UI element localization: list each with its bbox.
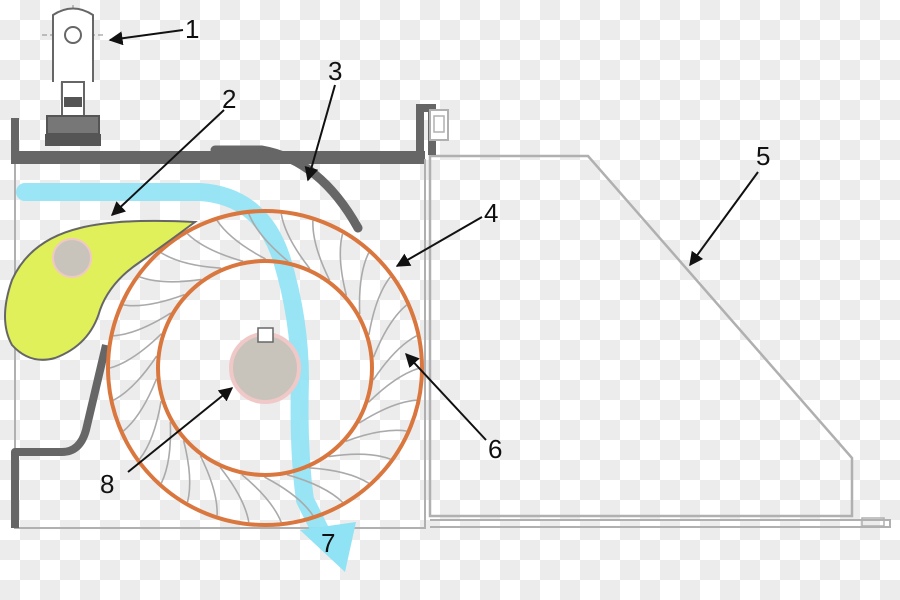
rotor-blade — [199, 455, 218, 516]
rotor-blade — [160, 252, 222, 269]
rotor-blade — [372, 335, 417, 381]
callout-leaders — [108, 29, 759, 473]
rotor-blade — [138, 400, 162, 460]
rotor-blade — [308, 467, 370, 484]
rotor-blade — [113, 312, 172, 337]
rotor-blade — [182, 440, 191, 503]
rotor-blade — [186, 233, 244, 263]
callout-6: 6 — [488, 434, 502, 464]
rotor-outer-ring — [106, 209, 424, 527]
rotor-blade — [286, 473, 344, 503]
rotor-inner-ring — [156, 259, 374, 477]
rotor-blade — [345, 429, 407, 443]
rotor-blade — [312, 220, 331, 281]
regulating-cam — [4, 219, 198, 361]
draft-tube — [428, 154, 891, 528]
callout-8: 8 — [100, 469, 114, 499]
left-lower-frame — [11, 344, 110, 528]
rotor-blade — [160, 421, 172, 484]
rotor-blade — [109, 333, 163, 369]
rotor-blade — [113, 355, 158, 401]
rotor-blade — [219, 466, 250, 523]
rotor-blade — [368, 276, 392, 336]
rotor-blades — [109, 213, 421, 523]
callout-1: 1 — [185, 14, 199, 44]
callout-2: 2 — [222, 84, 236, 114]
rotor-blade — [339, 233, 348, 296]
adjustment-handle — [42, 5, 105, 146]
callout-7: 7 — [321, 528, 335, 558]
callout-4: 4 — [484, 198, 498, 228]
rotor-blade — [122, 378, 158, 432]
callout-5: 5 — [756, 141, 770, 171]
rotor-blade — [123, 293, 185, 307]
water-flow-arrowhead — [300, 522, 356, 572]
rotor-blade — [372, 304, 408, 358]
rotor-blade — [139, 276, 202, 283]
shaft-hub — [229, 332, 301, 404]
rotor-blade — [216, 220, 266, 260]
rotor-blade — [367, 367, 421, 403]
rotor-blade — [358, 252, 370, 315]
shaft-key — [257, 327, 274, 343]
rotor-blade — [328, 453, 391, 460]
rotor-blade — [264, 476, 314, 516]
rotor-blade — [241, 473, 282, 523]
water-flow-stream — [16, 183, 329, 539]
callout-labels: 1 2 3 4 5 6 7 8 — [100, 14, 770, 558]
rotor-blade — [248, 213, 289, 263]
top-frame — [11, 104, 449, 164]
rotor-blade — [280, 213, 311, 270]
rotor-blade — [358, 399, 417, 424]
callout-3: 3 — [328, 56, 342, 86]
